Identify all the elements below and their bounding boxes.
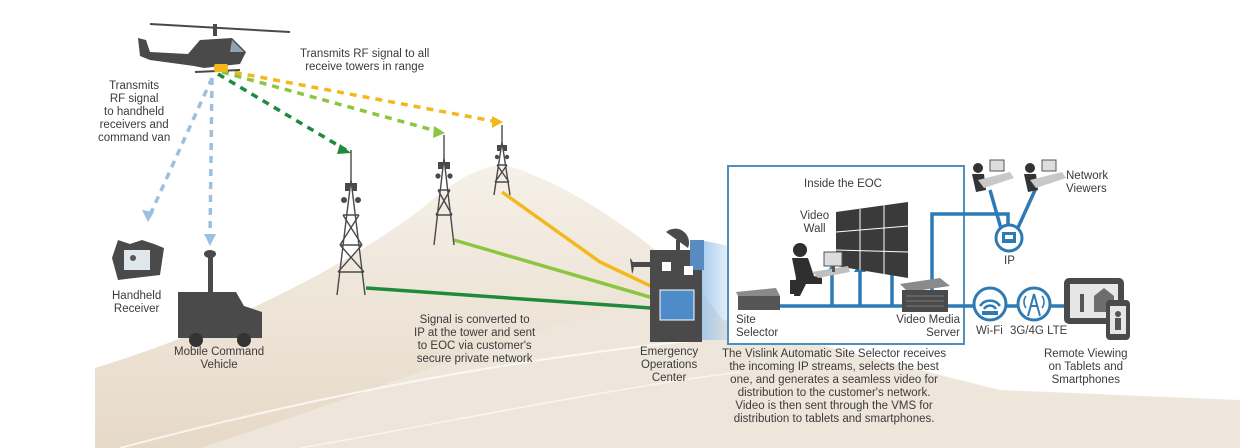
label-mobile: Mobile Command Vehicle — [174, 346, 265, 371]
ip-router-icon — [994, 223, 1024, 253]
video-wall-icon — [835, 202, 909, 278]
command-van-icon — [178, 250, 262, 347]
rf-links — [148, 68, 499, 239]
label-towers-rf: Transmits RF signal to all receive tower… — [300, 48, 430, 73]
label-lte: 3G/4G LTE — [1010, 325, 1068, 337]
operator-icon — [790, 243, 850, 296]
helicopter-icon — [138, 23, 291, 73]
tower-icon — [336, 150, 366, 296]
site-selector-icon — [736, 288, 780, 310]
smartphone-icon — [1106, 300, 1130, 340]
rf-link-van — [208, 77, 214, 239]
label-video-wall: Video Wall — [800, 210, 830, 235]
satellite-dish-icon — [630, 228, 690, 274]
handheld-receiver-icon — [112, 240, 164, 280]
vms-server-icon — [900, 278, 950, 312]
label-site-selector: Site Selector — [736, 314, 779, 339]
label-ip: IP — [1004, 255, 1015, 267]
rf-arrowheads — [142, 116, 503, 246]
label-eoc: Emergency Operations Center — [640, 346, 699, 384]
label-eoc-description: The Vislink Automatic Site Selector rece… — [722, 348, 947, 425]
label-remote-viewing: Remote Viewing on Tablets and Smartphone… — [1044, 348, 1128, 386]
label-heli-rf: Transmits RF signal to handheld receiver… — [98, 80, 171, 144]
tower-icon — [433, 135, 455, 246]
label-tower-ip: Signal is converted to IP at the tower a… — [414, 314, 536, 365]
terrain — [95, 165, 1240, 448]
rf-link-tower-1 — [217, 72, 347, 152]
lte-icon — [1016, 286, 1052, 322]
rf-link-tower-2 — [221, 70, 441, 134]
eoc-building-icon — [650, 240, 740, 342]
label-network-viewers: Network Viewers — [1066, 170, 1109, 195]
label-handheld: Handheld Receiver — [112, 290, 162, 315]
label-wifi: Wi-Fi — [976, 325, 1003, 337]
network-viewer-icon — [1024, 159, 1066, 192]
rf-link-tower-3 — [221, 68, 499, 124]
tower-icon — [493, 125, 511, 196]
label-inside-eoc: Inside the EOC — [804, 178, 882, 190]
wifi-icon — [972, 286, 1008, 322]
network-viewer-icon — [972, 159, 1014, 192]
label-vms: Video Media Server — [896, 314, 960, 339]
